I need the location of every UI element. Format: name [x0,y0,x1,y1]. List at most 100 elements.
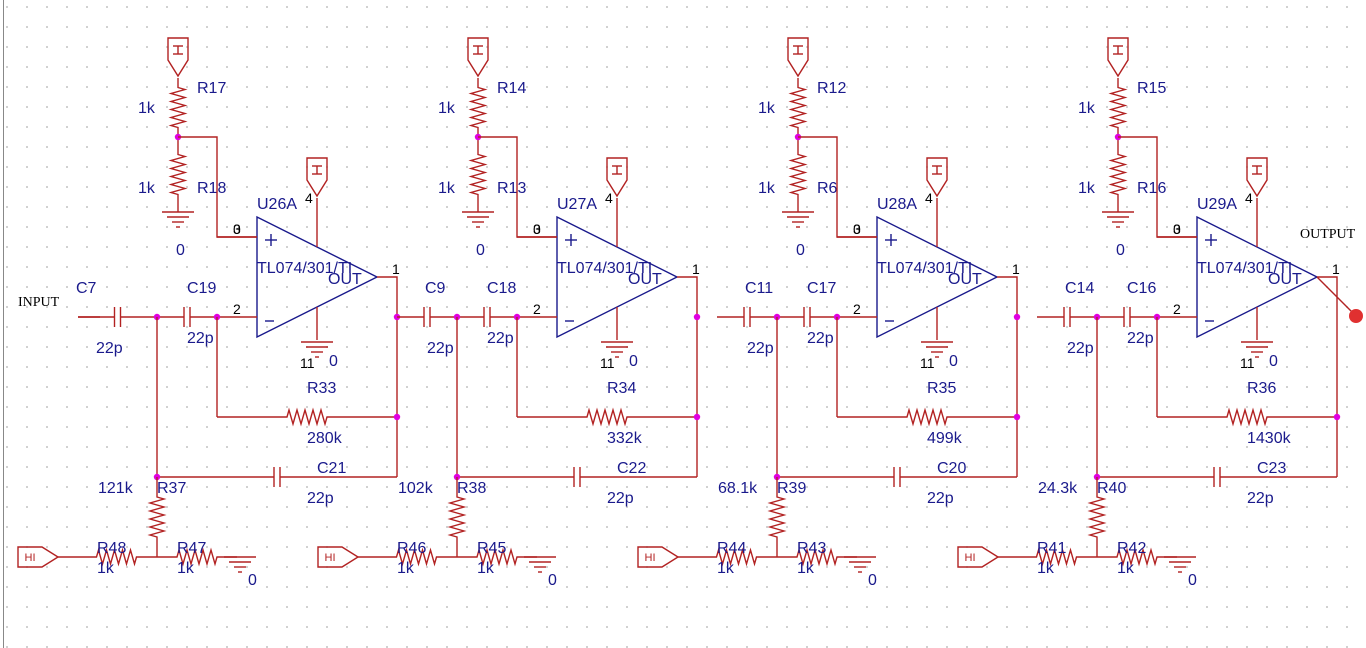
ground-symbol [921,341,953,358]
input-port[interactable]: INPUT [18,295,60,310]
ground-label: 0 [1116,242,1125,259]
pin-number: 4 [305,190,313,206]
hi-power-flag[interactable] [1107,37,1129,78]
r-bot-value: 1k [438,180,456,197]
r-b-value: 1k [177,560,195,577]
resistor-r-bot [468,137,488,212]
ground-label: 0 [1188,572,1197,589]
r-top-ref: R14 [497,80,526,97]
junction-dot [693,413,701,421]
r-top-value: 1k [758,100,776,117]
resistor-r-fb [1157,407,1337,427]
c-fb-ref: C23 [1257,460,1286,477]
hi-power-flag[interactable]: HI [957,546,1000,568]
r-a-ref: R46 [397,540,426,557]
wire [677,276,698,477]
r-b-ref: R47 [177,540,206,557]
r-fb-ref: R33 [307,380,336,397]
opamp-out-label: OUT [948,271,982,288]
output-port-label: OUTPUT [1300,227,1356,242]
input-port-label: INPUT [18,295,60,310]
r-top-value: 1k [138,100,156,117]
pin-number: 1 [1332,261,1340,277]
r-bot-ref: R18 [197,180,226,197]
r-shunt-ref: R37 [157,480,186,497]
ground-symbol [601,341,633,358]
resistor-r-shunt [767,477,787,557]
resistor-r-a [696,547,777,567]
ground-label: 0 [329,353,338,370]
opamp-out-label: OUT [328,271,362,288]
output-port[interactable]: OUTPUT [1300,227,1363,323]
c-in-ref: C7 [76,280,97,297]
r-bot-value: 1k [1078,180,1096,197]
c-fb-value: 22p [1247,490,1274,507]
r-fb-value: 499k [927,430,963,447]
pin-number: 3 [1173,221,1181,237]
r-bot-ref: R13 [497,180,526,197]
hi-power-flag[interactable]: HI [637,546,680,568]
pin-number: 1 [1012,261,1020,277]
resistor-r-b [157,547,237,567]
resistor-r-b [457,547,537,567]
ground-symbol [524,556,556,573]
r-shunt-ref: R38 [457,480,486,497]
r-top-ref: R12 [817,80,846,97]
wire [798,136,877,238]
wire [178,136,257,238]
r-bot-ref: R6 [817,180,838,197]
resistor-r-shunt [1087,477,1107,557]
c2-value: 22p [487,330,514,347]
c2-value: 22p [807,330,834,347]
wire [1316,276,1357,317]
output-probe[interactable] [1349,309,1363,323]
resistor-r-shunt [147,477,167,557]
hi-power-flag[interactable]: HI [17,546,60,568]
resistor-r-bot [168,137,188,212]
opamp-ref: U28A [877,196,917,213]
r-shunt-value: 102k [398,480,434,497]
pin-3-label: 0 [1173,221,1181,237]
r-b-value: 1k [477,560,495,577]
hi-power-flag[interactable] [606,157,628,198]
r-shunt-value: 68.1k [718,480,758,497]
ground-symbol [782,211,814,228]
r-b-value: 1k [797,560,815,577]
resistor-r-top [168,78,188,137]
stage-2: 0R141kR131k0U27ATL074/301/TIOUT0C922pC18… [317,37,701,589]
hi-flag-label: HI [325,552,336,564]
stage-3: 0R121kR61k0U28ATL074/301/TIOUT0C1122pC17… [637,37,1021,589]
pin-number: 1 [692,261,700,277]
resistor-r-fb [217,407,397,427]
c-fb-value: 22p [927,490,954,507]
opamp-part: TL074/301/TI [877,260,972,277]
resistor-r-fb [837,407,1017,427]
pin-number: 4 [1245,190,1253,206]
pin-number: 11 [600,355,615,371]
c2-ref: C17 [807,280,836,297]
c-in-value: 22p [427,340,454,357]
resistor-r-a [1016,547,1097,567]
hi-power-flag[interactable] [926,157,948,198]
ground-label: 0 [796,242,805,259]
r-fb-value: 1430k [1247,430,1292,447]
resistor-r-b [1097,547,1177,567]
hi-power-flag[interactable]: HI [317,546,360,568]
r-top-value: 1k [1078,100,1096,117]
hi-power-flag[interactable] [306,157,328,198]
r-bot-ref: R16 [1137,180,1166,197]
opamp-part: TL074/301/TI [1197,260,1292,277]
pin-number: 2 [233,301,241,317]
ground-symbol [162,211,194,228]
hi-power-flag[interactable] [167,37,189,78]
r-top-ref: R17 [197,80,226,97]
hi-power-flag[interactable] [1246,157,1268,198]
hi-power-flag[interactable] [467,37,489,78]
hi-power-flag[interactable] [787,37,809,78]
pin-number: 1 [392,261,400,277]
c-in-ref: C14 [1065,280,1094,297]
